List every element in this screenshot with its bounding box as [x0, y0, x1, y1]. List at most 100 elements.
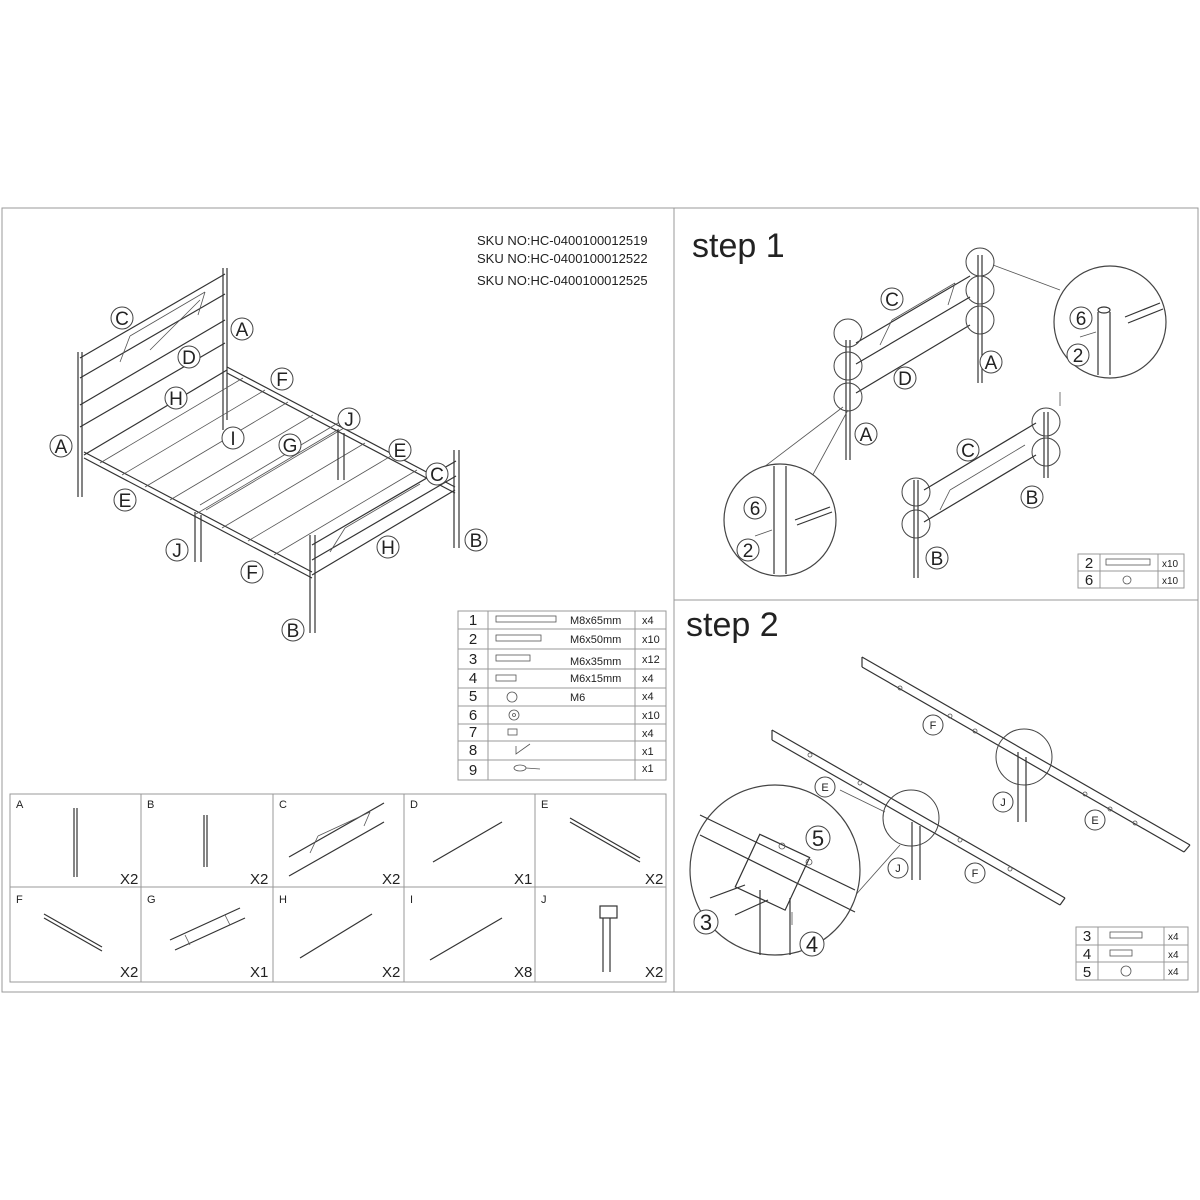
label-D: D: [182, 348, 196, 369]
step2-title: step 2: [686, 606, 779, 644]
part-count: X1: [514, 871, 532, 888]
hardware-num: 8: [469, 742, 477, 759]
label-B-bottom: B: [287, 621, 300, 642]
label-C-foot: C: [430, 465, 444, 486]
label-B-right: B: [470, 531, 483, 552]
label-F-top: F: [276, 370, 288, 391]
label-E-right: E: [394, 441, 407, 462]
part-letter: E: [541, 799, 548, 811]
hardware-row: 5 M6 x4: [469, 688, 654, 705]
wrench-icon: [513, 764, 527, 772]
hardware-num: 5: [469, 688, 477, 705]
part-letter: A: [16, 799, 24, 811]
hardware-qty: x10: [642, 634, 660, 646]
step1-zoom-detail-top: 6 2: [992, 264, 1167, 406]
label-E-left: E: [119, 491, 132, 512]
callout-3: 3: [700, 910, 712, 935]
part-letter: J: [541, 894, 547, 906]
hardware-row: 6 x10: [469, 707, 660, 724]
step1-hardware-table: 2 x10 6 x10: [1077, 553, 1185, 589]
hardware-num: 9: [469, 762, 477, 779]
hardware-num: 4: [1083, 946, 1091, 963]
step2-hardware-table: 3 x4 4 x4 5 x4: [1075, 926, 1189, 981]
part-count: X2: [382, 871, 400, 888]
hardware-row: 7 x4: [469, 724, 654, 741]
label-C: C: [961, 441, 975, 462]
hardware-size: M6x50mm: [570, 634, 621, 646]
hardware-size: M6x35mm: [570, 656, 621, 668]
hardware-num: 2: [469, 631, 477, 648]
parts-grid: A X2 B X2 C X2 D X1 E X2 F: [9, 793, 667, 983]
hardware-qty: x4: [642, 615, 654, 627]
part-count: X2: [120, 964, 138, 981]
hardware-row: 4 M6x15mm x4: [469, 670, 654, 687]
hardware-row: 2 M6x50mm x10: [469, 631, 660, 648]
bolt-icon: [495, 615, 557, 623]
step2-rails: [771, 656, 1191, 906]
allen-key-icon: [515, 743, 531, 755]
callout-2: 2: [743, 541, 754, 562]
hardware-size: M8x65mm: [570, 615, 621, 627]
hardware-qty: x10: [1162, 559, 1179, 570]
callout-4: 4: [806, 932, 818, 957]
hardware-qty: x1: [642, 763, 654, 775]
label-J-left: J: [172, 541, 182, 562]
part-G-drawing: [169, 907, 246, 951]
step2-labels: F E J E J F: [814, 714, 1106, 884]
sku-line-1: SKU NO:HC-0400100012519: [477, 233, 648, 248]
part-letter: H: [279, 894, 287, 906]
step2-zoom-detail: 5 3 4: [689, 784, 901, 957]
part-count: X1: [250, 964, 268, 981]
hardware-qty: x4: [1168, 967, 1179, 978]
label-H-top: H: [169, 389, 183, 410]
hardware-row: 3 M6x35mm x12: [469, 651, 660, 668]
hardware-num: 3: [469, 651, 477, 668]
callout-6: 6: [750, 499, 761, 520]
label-G: G: [283, 436, 298, 457]
bolt-icon: [1109, 949, 1133, 957]
label-A: A: [860, 425, 873, 446]
bolt-icon: [495, 654, 531, 662]
hardware-size: M6: [570, 692, 585, 704]
label-F: F: [972, 868, 979, 880]
nut-icon: [506, 691, 518, 703]
part-F-drawing: [43, 913, 103, 952]
part-letter: G: [147, 894, 156, 906]
step1-headboard: [833, 247, 995, 460]
label-J-mid: J: [344, 410, 354, 431]
hardware-qty: x1: [642, 746, 654, 758]
bed-frame-overview: [77, 268, 460, 633]
label-I: I: [230, 429, 235, 450]
label-C-top: C: [115, 309, 129, 330]
washer-icon: [508, 709, 520, 721]
step1-zoom-detail-left: 6 2: [723, 406, 849, 577]
hardware-qty: x4: [1168, 950, 1179, 961]
part-C-drawing: [288, 802, 385, 877]
hardware-num: 6: [469, 707, 477, 724]
sku-line-2: SKU NO:HC-0400100012522: [477, 251, 648, 266]
label-H-bottom: H: [381, 538, 395, 559]
label-A: A: [985, 353, 998, 374]
hardware-qty: x10: [1162, 576, 1179, 587]
label-D: D: [898, 369, 912, 390]
washer-icon: [1122, 575, 1132, 585]
step1-title: step 1: [692, 227, 785, 265]
bolt-icon: [1109, 931, 1143, 939]
part-I-drawing: [429, 917, 503, 961]
bolt-icon: [495, 634, 542, 642]
bolt-icon: [1105, 558, 1151, 566]
label-F-bottom: F: [246, 563, 258, 584]
step1-labels: C A D A C B B: [854, 287, 1044, 570]
hardware-num: 1: [469, 612, 477, 629]
label-C: C: [885, 290, 899, 311]
part-count: X2: [250, 871, 268, 888]
part-count: X2: [120, 871, 138, 888]
hardware-num: 7: [469, 724, 477, 741]
hardware-num: 5: [1083, 964, 1091, 981]
hardware-num: 6: [1085, 572, 1093, 589]
part-count: X8: [514, 964, 532, 981]
callout-2: 2: [1073, 346, 1084, 367]
part-letter: B: [147, 799, 154, 811]
hardware-num: 4: [469, 670, 477, 687]
label-F: F: [930, 720, 937, 732]
